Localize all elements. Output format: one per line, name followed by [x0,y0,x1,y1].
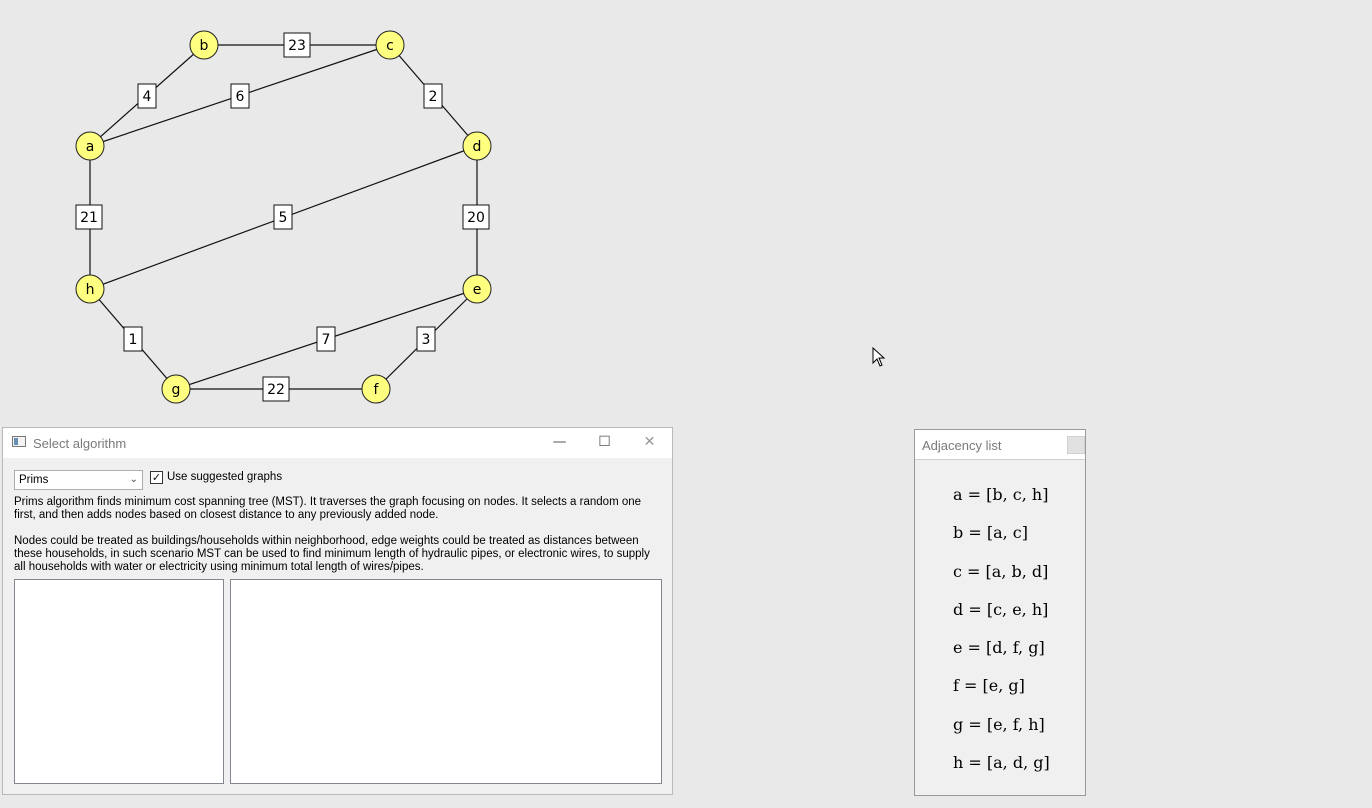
node-label: c [386,38,394,54]
edge-weight-label: 4 [143,89,152,105]
edge-weight-c-d: 2 [423,83,443,109]
adjacency-list-item: e = [d, f, g] [953,638,1045,658]
edge-weight-a-c: 6 [230,83,250,109]
close-button[interactable]: ✕ [643,434,656,450]
node-d[interactable]: d [462,131,492,161]
edge-weight-d-h: 5 [273,204,293,230]
graph-canvas: 23 4 6 2 21 5 20 1 7 3 22 a b c d e f g h [75,30,492,404]
node-label: h [86,282,95,298]
adjacency-list-item: g = [e, f, h] [953,714,1045,734]
adjacency-list-item: f = [e, g] [953,676,1025,696]
adjacency-list-window: Adjacency list a = [b, c, h] b = [a, c] c … [914,429,1086,796]
edge-weight-d-e: 20 [462,204,490,230]
edge-weight-h-g: 1 [123,326,143,352]
edge-weight-label: 2 [429,89,438,105]
edge-weight-b-c: 23 [283,32,311,58]
close-button[interactable] [1067,436,1085,454]
node-b[interactable]: b [189,30,219,60]
adjacency-list-titlebar[interactable]: Adjacency list [915,430,1085,460]
edge-weight-label: 21 [80,210,98,226]
edge-weight-label: 23 [288,38,306,54]
window-title: Adjacency list [922,438,1002,453]
algorithm-select[interactable]: Prims ⌄ [14,470,143,490]
adjacency-list-item: c = [a, b, d] [953,561,1049,581]
mouse-cursor-icon [872,347,886,367]
node-label: b [200,38,209,54]
steps-list-panel[interactable] [14,579,224,784]
node-a[interactable]: a [75,131,105,161]
use-suggested-graphs-label[interactable]: Use suggested graphs [167,471,283,483]
minimize-button[interactable]: — [552,434,567,450]
node-f[interactable]: f [361,374,391,404]
node-label: e [473,282,482,298]
adjacency-list: a = [b, c, h] b = [a, c] c = [a, b, d] d = … [953,485,1050,791]
node-label: a [86,139,95,155]
adjacency-list-item: h = [a, d, g] [953,753,1050,773]
node-g[interactable]: g [161,374,191,404]
window-title: Select algorithm [33,436,127,451]
nodes-layer: a b c d e f g h [75,30,492,404]
node-h[interactable]: h [75,274,105,304]
select-algorithm-titlebar[interactable]: Select algorithm — ☐ ✕ [3,428,672,458]
edge-weight-label: 20 [467,210,485,226]
adjacency-list-item: a = [b, c, h] [953,485,1049,504]
weights-layer: 23 4 6 2 21 5 20 1 7 3 22 [75,32,490,402]
output-text-panel[interactable] [230,579,662,784]
node-e[interactable]: e [462,274,492,304]
chevron-down-icon: ⌄ [129,474,138,485]
edge-weight-g-f: 22 [262,376,290,402]
edge-weight-label: 6 [236,89,245,105]
edge-weight-label: 3 [422,332,431,348]
algorithm-select-value: Prims [19,474,49,486]
edge-weight-label: 5 [279,210,288,226]
maximize-button[interactable]: ☐ [598,434,611,450]
node-label: g [172,382,181,398]
adjacency-list-item: b = [a, c] [953,523,1028,543]
select-algorithm-window: Select algorithm — ☐ ✕ Prims ⌄ ✓ Use sug… [2,427,673,795]
edge-weight-label: 22 [267,382,285,398]
edge-weight-f-e: 3 [416,326,436,352]
edge-weight-label: 7 [322,332,331,348]
node-label: f [374,382,380,398]
algorithm-use-case: Nodes could be treated as buildings/hous… [14,535,650,573]
algorithm-description: Prims algorithm finds minimum cost spann… [14,496,642,521]
edge-weight-a-b: 4 [137,83,157,109]
node-label: d [473,139,482,155]
adjacency-list-item: d = [c, e, h] [953,599,1049,619]
edge-weight-g-e: 7 [316,326,336,352]
use-suggested-graphs-checkbox[interactable]: ✓ [150,471,163,484]
edge-weight-label: 1 [129,332,138,348]
edge-weight-a-h: 21 [75,204,103,230]
app-window-icon [12,436,26,447]
node-c[interactable]: c [375,30,405,60]
